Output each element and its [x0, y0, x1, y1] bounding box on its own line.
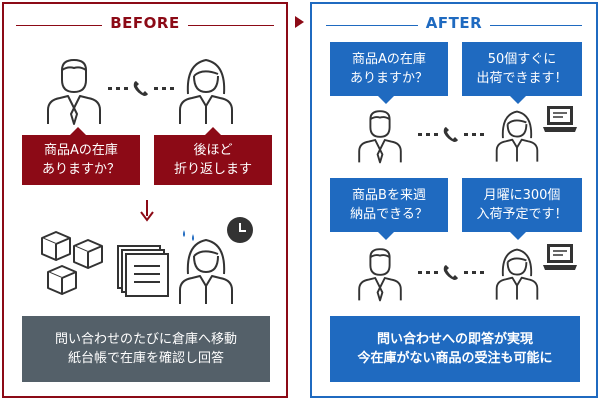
bubble-pointer	[510, 232, 526, 240]
bubble-delivery-question: 商品Bを来週納品できる？	[330, 178, 448, 232]
before-header: BEFORE	[4, 14, 286, 32]
header-rule-right	[188, 25, 274, 26]
bubble-pointer	[205, 127, 221, 135]
laptop-icon	[543, 106, 577, 132]
after-title: AFTER	[425, 14, 483, 32]
after-summary: 問い合わせへの即答が実現 今在庫がない商品の受注も可能に	[330, 316, 580, 382]
man-icon	[358, 248, 402, 302]
header-rule-left	[326, 25, 418, 26]
laptop-icon	[543, 244, 577, 270]
after-header: AFTER	[312, 14, 596, 32]
clock-icon	[227, 217, 253, 243]
down-arrow-icon	[140, 200, 154, 222]
before-to-after-arrow-icon	[295, 16, 304, 28]
bubble-callback-reply: 後ほど折り返します	[154, 135, 272, 185]
bubble-pointer	[510, 96, 526, 104]
sweat-icon	[183, 230, 194, 241]
phone-icon	[418, 127, 484, 142]
before-summary: 問い合わせのたびに倉庫へ移動 紙台帳で在庫を確認し回答	[22, 316, 270, 382]
man-icon	[47, 59, 101, 125]
bubble-pointer	[378, 232, 394, 240]
woman-icon	[495, 248, 539, 300]
man-icon	[358, 110, 402, 164]
bubble-ship-answer: 50個すぐに出荷できます！	[462, 42, 582, 96]
bubble-pointer	[378, 96, 394, 104]
before-panel: BEFORE 商品Aの在庫ありますか？ 後ほど折り返します	[2, 2, 288, 398]
woman-icon	[179, 59, 233, 124]
woman-icon	[495, 110, 539, 162]
woman-icon	[179, 239, 233, 304]
before-title: BEFORE	[110, 14, 180, 32]
ledger-icon	[117, 245, 169, 297]
header-rule-left	[16, 25, 102, 26]
boxes-icon	[41, 231, 103, 295]
after-panel: AFTER 商品Aの在庫ありますか？ 50個すぐに出荷できます！	[310, 2, 598, 398]
bubble-pointer	[70, 127, 86, 135]
phone-icon	[108, 81, 174, 96]
bubble-stock-question: 商品Aの在庫ありますか？	[330, 42, 448, 96]
header-rule-right	[490, 25, 582, 26]
phone-icon	[418, 265, 484, 280]
bubble-stock-question: 商品Aの在庫ありますか？	[22, 135, 140, 185]
bubble-arrival-answer: 月曜に300個入荷予定です！	[462, 178, 582, 232]
